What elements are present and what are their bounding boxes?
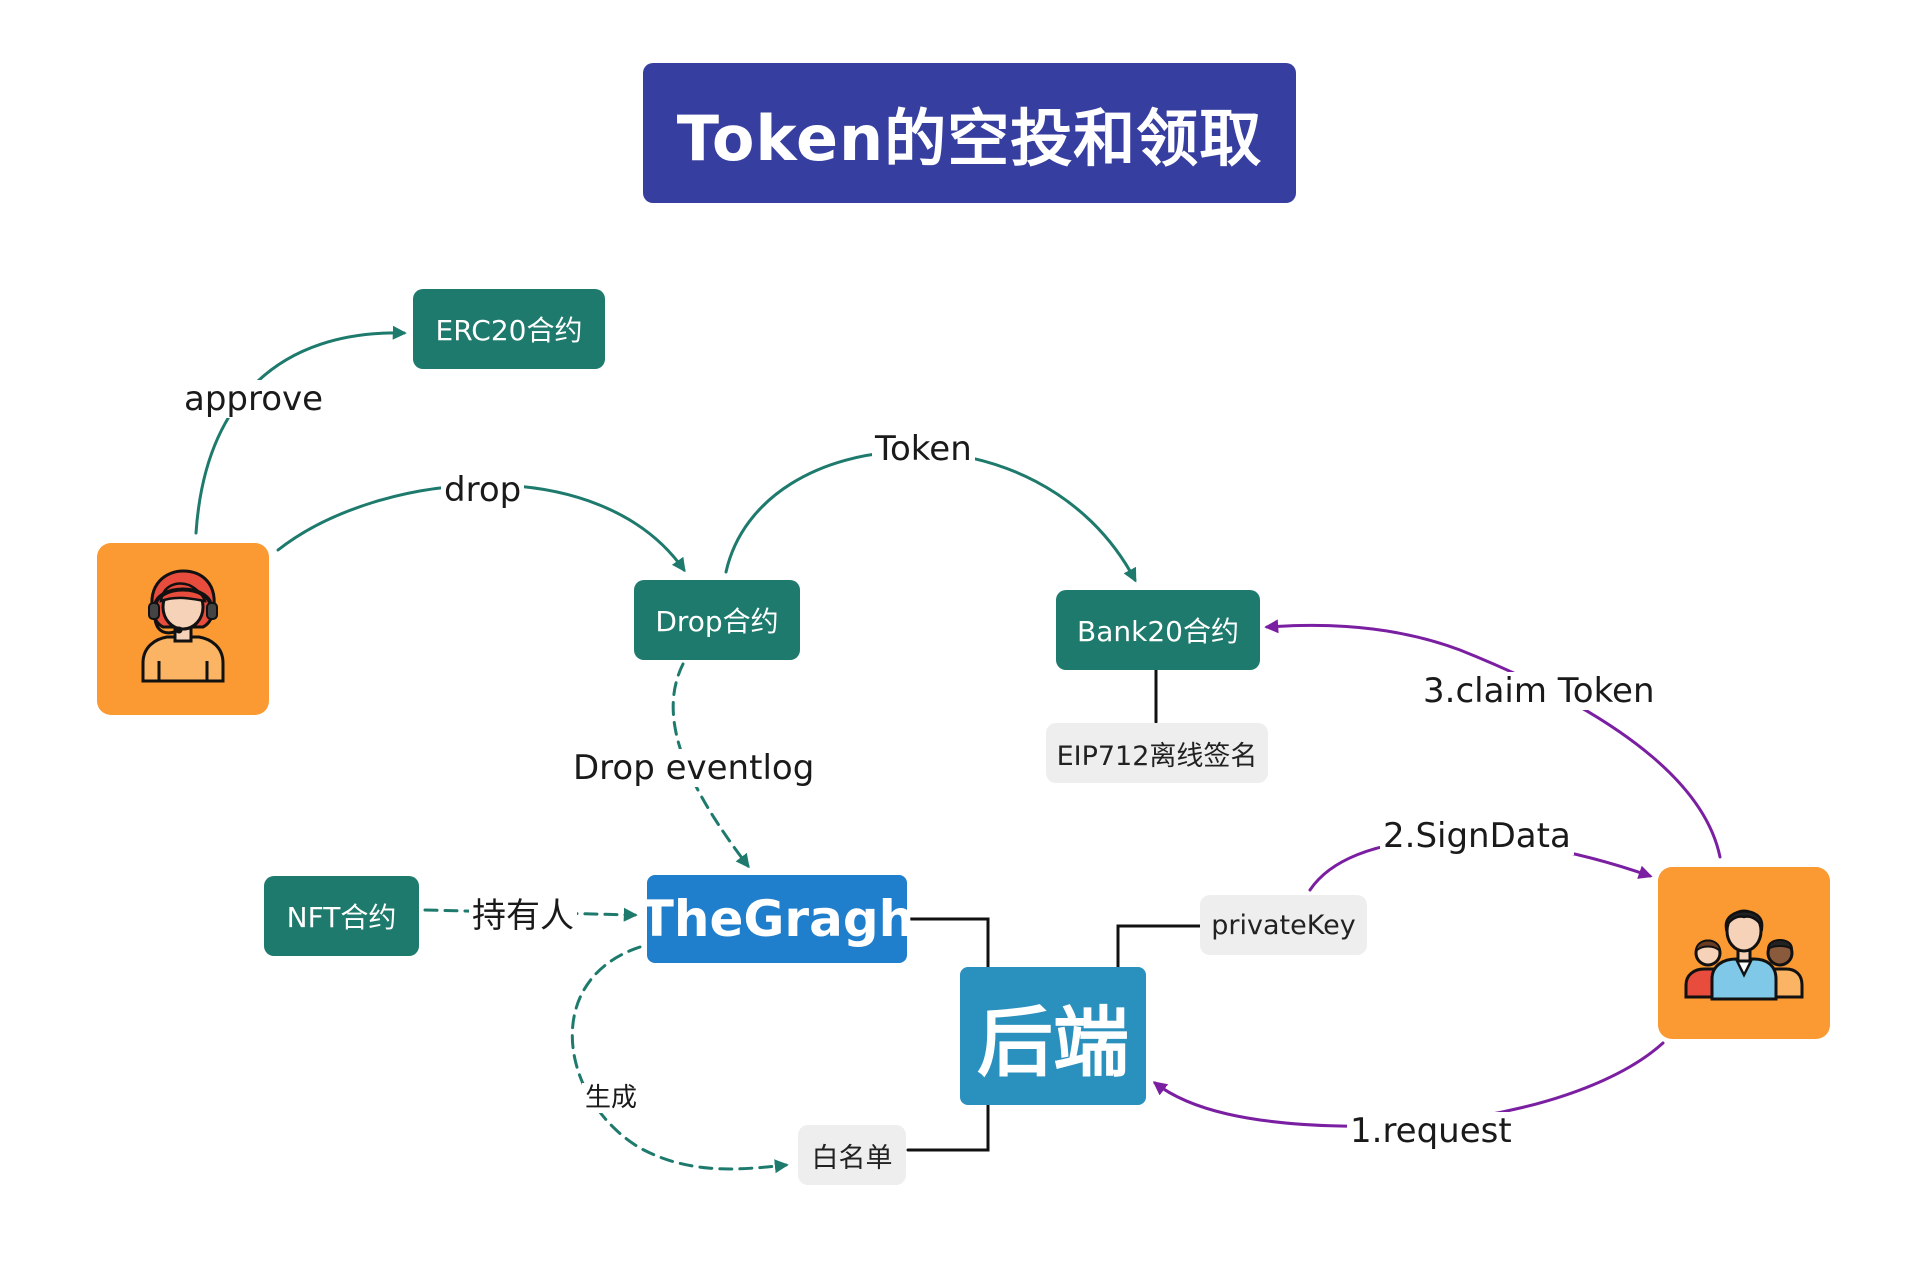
- private-key-node[interactable]: privateKey: [1200, 895, 1367, 955]
- holder-label: 持有人: [469, 897, 577, 935]
- thegragh-label: TheGragh: [639, 890, 915, 948]
- users-actor-node[interactable]: [1658, 867, 1830, 1039]
- drop-eventlog-edge: [671, 662, 750, 869]
- nft-contract-node[interactable]: NFT合约: [264, 876, 419, 956]
- erc20-contract-label: ERC20合约: [435, 314, 583, 347]
- token-edge: [724, 450, 1137, 583]
- eip712-signature-node[interactable]: EIP712离线签名: [1046, 723, 1268, 783]
- request-label: 1.request: [1347, 1112, 1515, 1150]
- claim-token-edge: [1264, 619, 1722, 859]
- generate-label: 生成: [582, 1083, 641, 1113]
- private-key-label: privateKey: [1211, 909, 1356, 941]
- claim-token-label: 3.claim Token: [1420, 672, 1658, 710]
- drop-eventlog-label: Drop eventlog: [570, 749, 818, 787]
- generate-edge: [571, 945, 789, 1174]
- approve-label: approve: [181, 380, 327, 418]
- drop-label: drop: [441, 471, 525, 509]
- bank20-contract-label: Bank20合约: [1077, 615, 1239, 648]
- page-title: Token的空投和领取: [643, 63, 1296, 203]
- drop-contract-label: Drop合约: [655, 605, 779, 638]
- eip712-signature-label: EIP712离线签名: [1056, 740, 1258, 772]
- drop-contract-node[interactable]: Drop合约: [634, 580, 800, 660]
- erc20-contract-node[interactable]: ERC20合约: [413, 289, 605, 369]
- whitelist-node[interactable]: 白名单: [798, 1125, 906, 1185]
- thegragh-node[interactable]: TheGragh: [640, 875, 914, 963]
- backend-node[interactable]: 后端: [960, 967, 1146, 1105]
- woman-headset-icon: [141, 569, 225, 683]
- admin-actor-node[interactable]: [97, 543, 269, 715]
- backend-thegragh-link: [905, 917, 990, 969]
- backend-privatekey-link: [1116, 924, 1202, 969]
- whitelist-label: 白名单: [811, 1142, 893, 1174]
- backend-label: 后端: [977, 998, 1129, 1087]
- nft-contract-label: NFT合约: [286, 901, 397, 934]
- user-group-icon: [1684, 909, 1804, 1001]
- signdata-label: 2.SignData: [1380, 817, 1574, 855]
- bank20-contract-node[interactable]: Bank20合约: [1056, 590, 1260, 670]
- backend-whitelist-link: [906, 1103, 990, 1152]
- token-label: Token: [872, 430, 975, 468]
